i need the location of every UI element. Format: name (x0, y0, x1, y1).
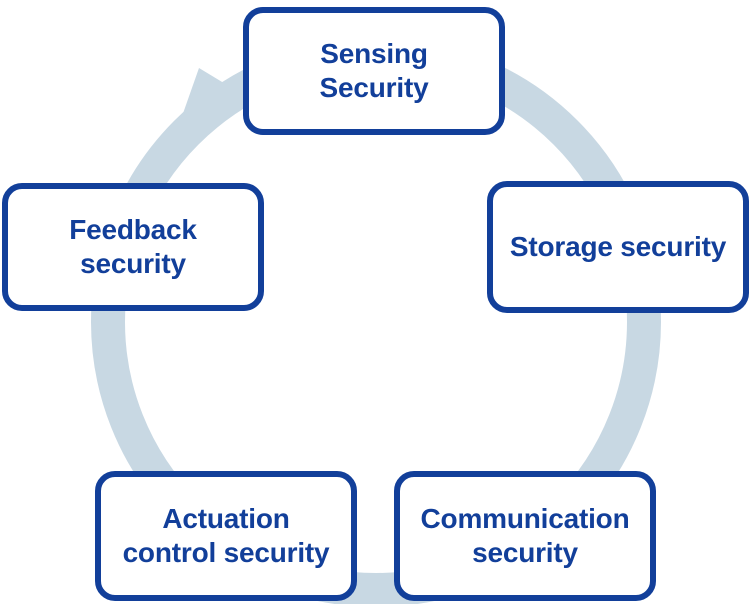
storage-security-box: Storage security (487, 181, 749, 313)
feedback-security-box: Feedback security (2, 183, 264, 311)
sensing-security-box: Sensing Security (243, 7, 505, 135)
communication-security-box: Communication security (394, 471, 656, 601)
cycle-arrowhead (174, 68, 237, 139)
actuation-control-security-box: Actuation control security (95, 471, 357, 601)
